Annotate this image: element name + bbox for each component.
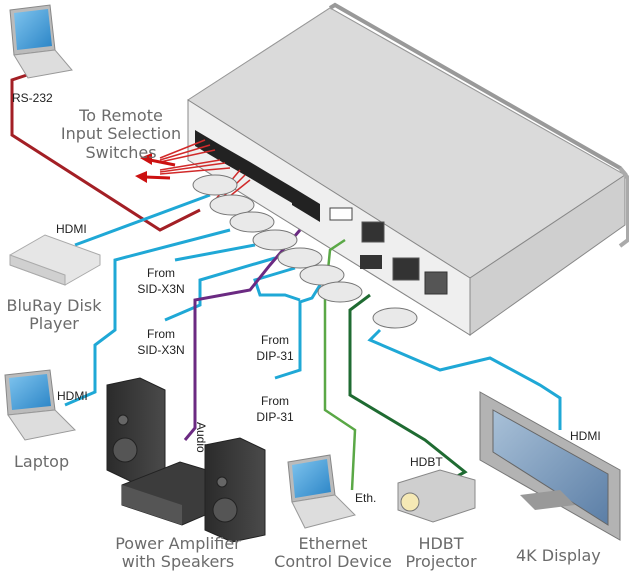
hdmi-cable-display (367, 328, 562, 430)
sid-1-line-1: From (147, 266, 175, 280)
laptop-hdmi-label: HDMI (57, 389, 88, 403)
projector-line-1: HDBT (418, 534, 464, 553)
dip-2-line-1: From (261, 394, 289, 408)
remote-switches-label: To Remote Input Selection Switches (46, 106, 196, 162)
arrow-to-remote-1 (149, 158, 176, 167)
hdbt-cable (348, 293, 468, 482)
dip-cable-1 (253, 266, 301, 302)
dip-2-line-2: DIP-31 (256, 409, 294, 424)
hdmi-plugs (192, 174, 418, 329)
amplifier-line-2: with Speakers (121, 552, 235, 572)
laptop-label: Laptop (14, 452, 70, 471)
bluray-line-2: Player (29, 314, 79, 334)
ethernet-line-2: Control Device (274, 552, 392, 572)
projector-line-2: Projector (405, 552, 477, 572)
ethernet-laptop-icon (287, 454, 356, 529)
remote-switches-line-1: To Remote (79, 106, 163, 125)
projector-icon (397, 469, 476, 523)
speaker-right-icon (204, 437, 266, 543)
amplifier-label: Power Amplifier with Speakers (108, 534, 248, 572)
hdbt-cable-label: HDBT (410, 455, 443, 469)
ethernet-line-1: Ethernet (298, 534, 368, 553)
audio-cable (183, 229, 302, 441)
remote-switches-line-2: Input Selection (60, 124, 182, 144)
dip-source-2: From DIP-31 (250, 394, 300, 425)
hdmi-cable-bluray (74, 193, 211, 247)
ethernet-cable (323, 238, 357, 491)
dip-source-1: From DIP-31 (250, 333, 300, 364)
dip-cable-2 (274, 284, 322, 380)
rs232-cable (10, 68, 201, 232)
arrow-head-remote-1 (140, 153, 152, 165)
amplifier-line-1: Power Amplifier (115, 534, 241, 553)
ethernet-port (361, 221, 385, 243)
arrow-head-remote-2 (135, 171, 147, 183)
sid-source-2: From SID-X3N (136, 327, 186, 358)
display-hdmi-label: HDMI (570, 429, 601, 443)
sid-cable-2 (164, 256, 276, 322)
sid-1-line-2: SID-X3N (137, 281, 185, 296)
bluray-line-1: BluRay Disk (6, 296, 102, 315)
dip-1-line-1: From (261, 333, 289, 347)
remote-switches-line-3: Switches (85, 142, 157, 162)
switcher-device (187, 2, 629, 336)
sid-cable-1 (174, 243, 256, 262)
rs232-laptop-icon (9, 4, 73, 79)
power-connector (424, 271, 448, 295)
hdmi-in-port (360, 255, 382, 269)
audio-label: Audio (194, 422, 208, 453)
eth-label: Eth. (355, 491, 377, 505)
laptop-icon (4, 369, 77, 441)
speaker-left-icon (106, 377, 166, 483)
hdbt-port (392, 257, 420, 281)
setup-dip-switch (329, 207, 353, 221)
sid-2-line-2: SID-X3N (137, 342, 185, 357)
bluray-player-icon (9, 234, 101, 286)
hdmi-cable-laptop (64, 228, 231, 407)
ethernet-device-label: Ethernet Control Device (268, 534, 398, 572)
bluray-hdmi-label: HDMI (56, 222, 87, 236)
rs232-label: RS-232 (12, 91, 53, 105)
dip-1-line-2: DIP-31 (256, 348, 294, 363)
sid-source-1: From SID-X3N (136, 266, 186, 297)
projector-label: HDBT Projector (396, 534, 486, 572)
bluray-label: BluRay Disk Player (4, 296, 104, 334)
4k-display-icon (479, 391, 621, 541)
display-label: 4K Display (516, 546, 601, 565)
sid-2-line-1: From (147, 327, 175, 341)
